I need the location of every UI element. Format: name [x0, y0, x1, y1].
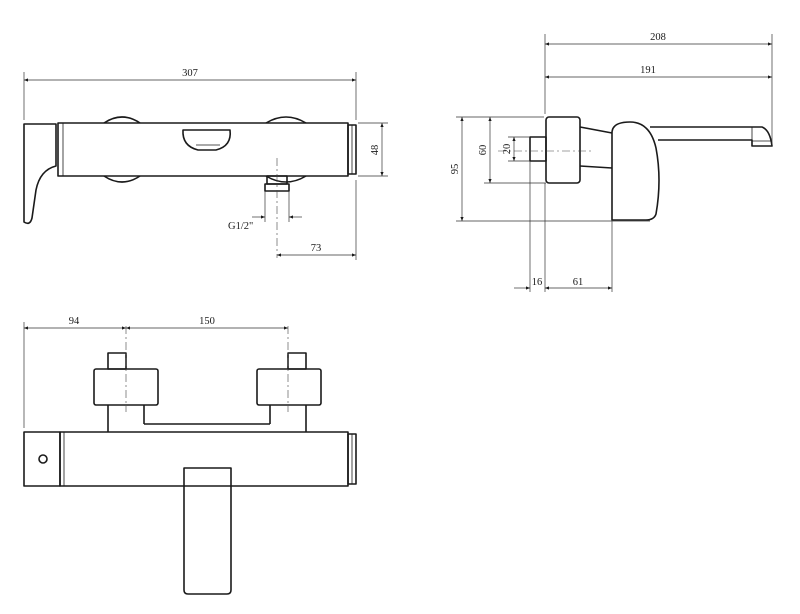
- side-wall-connector: [529, 136, 547, 162]
- top-lever-screw: [38, 454, 48, 464]
- dim-150-label: 150: [199, 316, 215, 327]
- dim-20-label: 20: [502, 144, 513, 155]
- top-spout: [183, 467, 232, 595]
- side-view: 208 191 95 60 20 16 61: [450, 32, 773, 292]
- dim-73-label: 73: [311, 243, 322, 254]
- top-right-connector-flange: [256, 368, 322, 406]
- dim-thread-label: G1/2": [228, 221, 253, 232]
- top-left-connector-stub: [107, 352, 127, 370]
- front-view: 307 48 G1/2" 73: [23, 68, 388, 260]
- front-spout-cup: [182, 129, 232, 151]
- dim-16-label: 16: [532, 277, 543, 288]
- top-body: [59, 431, 349, 487]
- dim-94-label: 94: [69, 316, 80, 327]
- dim-61-label: 61: [573, 277, 584, 288]
- dim-95-label: 95: [450, 164, 461, 175]
- dim-208-label: 208: [650, 32, 666, 43]
- front-left-handle-bottom: [103, 175, 141, 183]
- front-right-handle-bottom: [265, 175, 307, 183]
- top-view: 94 150: [23, 316, 357, 595]
- side-spout: [650, 126, 773, 147]
- side-flange: [545, 116, 581, 184]
- dim-48-label: 48: [370, 145, 381, 156]
- dim-60-label: 60: [478, 145, 489, 156]
- top-right-connector-stub: [287, 352, 307, 370]
- front-right-handle-top: [265, 116, 307, 124]
- side-handle: [611, 121, 660, 221]
- dim-307-label: 307: [182, 68, 198, 79]
- top-left-lever: [23, 431, 61, 487]
- front-left-handle-top: [103, 116, 141, 124]
- front-left-lever: [23, 123, 57, 225]
- dim-191-label: 191: [640, 65, 656, 76]
